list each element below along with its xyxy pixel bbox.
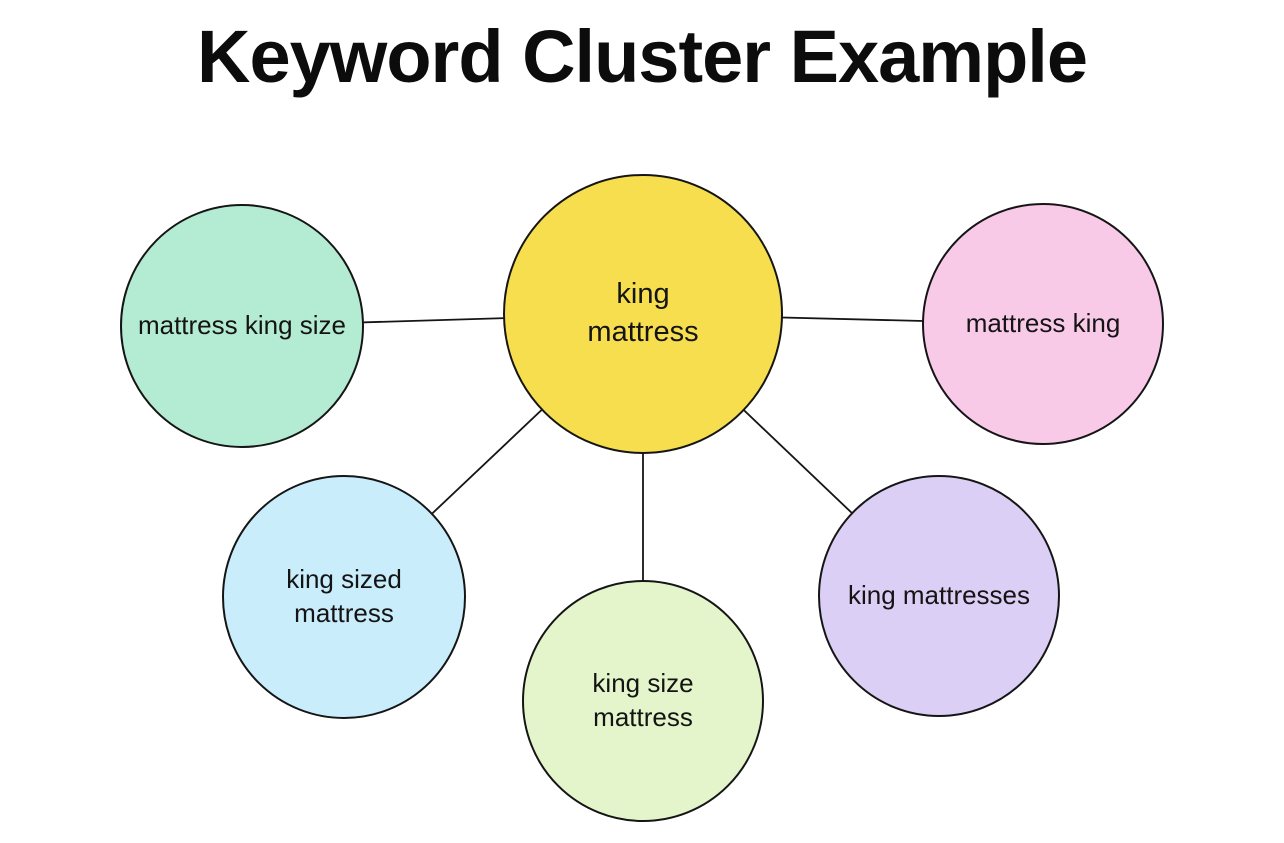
cluster-node-label: king sized mattress [286, 564, 402, 628]
cluster-node-mattress-king-size: mattress king size [120, 204, 364, 448]
diagram-title: Keyword Cluster Example [197, 15, 1088, 98]
cluster-node-label: king mattresses [847, 580, 1031, 611]
cluster-node-king-sized-mattress: king sized mattress [222, 475, 466, 719]
cluster-node-label: mattress king size [137, 310, 347, 341]
cluster-node-king-size-mattress: king size mattress [522, 580, 764, 822]
cluster-node-label: mattress king [965, 308, 1121, 339]
cluster-node-king-mattresses: king mattresses [818, 475, 1060, 717]
cluster-node-label: king mattress [587, 278, 699, 348]
cluster-node-king-mattress: king mattress [503, 174, 783, 454]
cluster-node-mattress-king: mattress king [922, 203, 1164, 445]
cluster-node-label: king size mattress [592, 668, 694, 732]
